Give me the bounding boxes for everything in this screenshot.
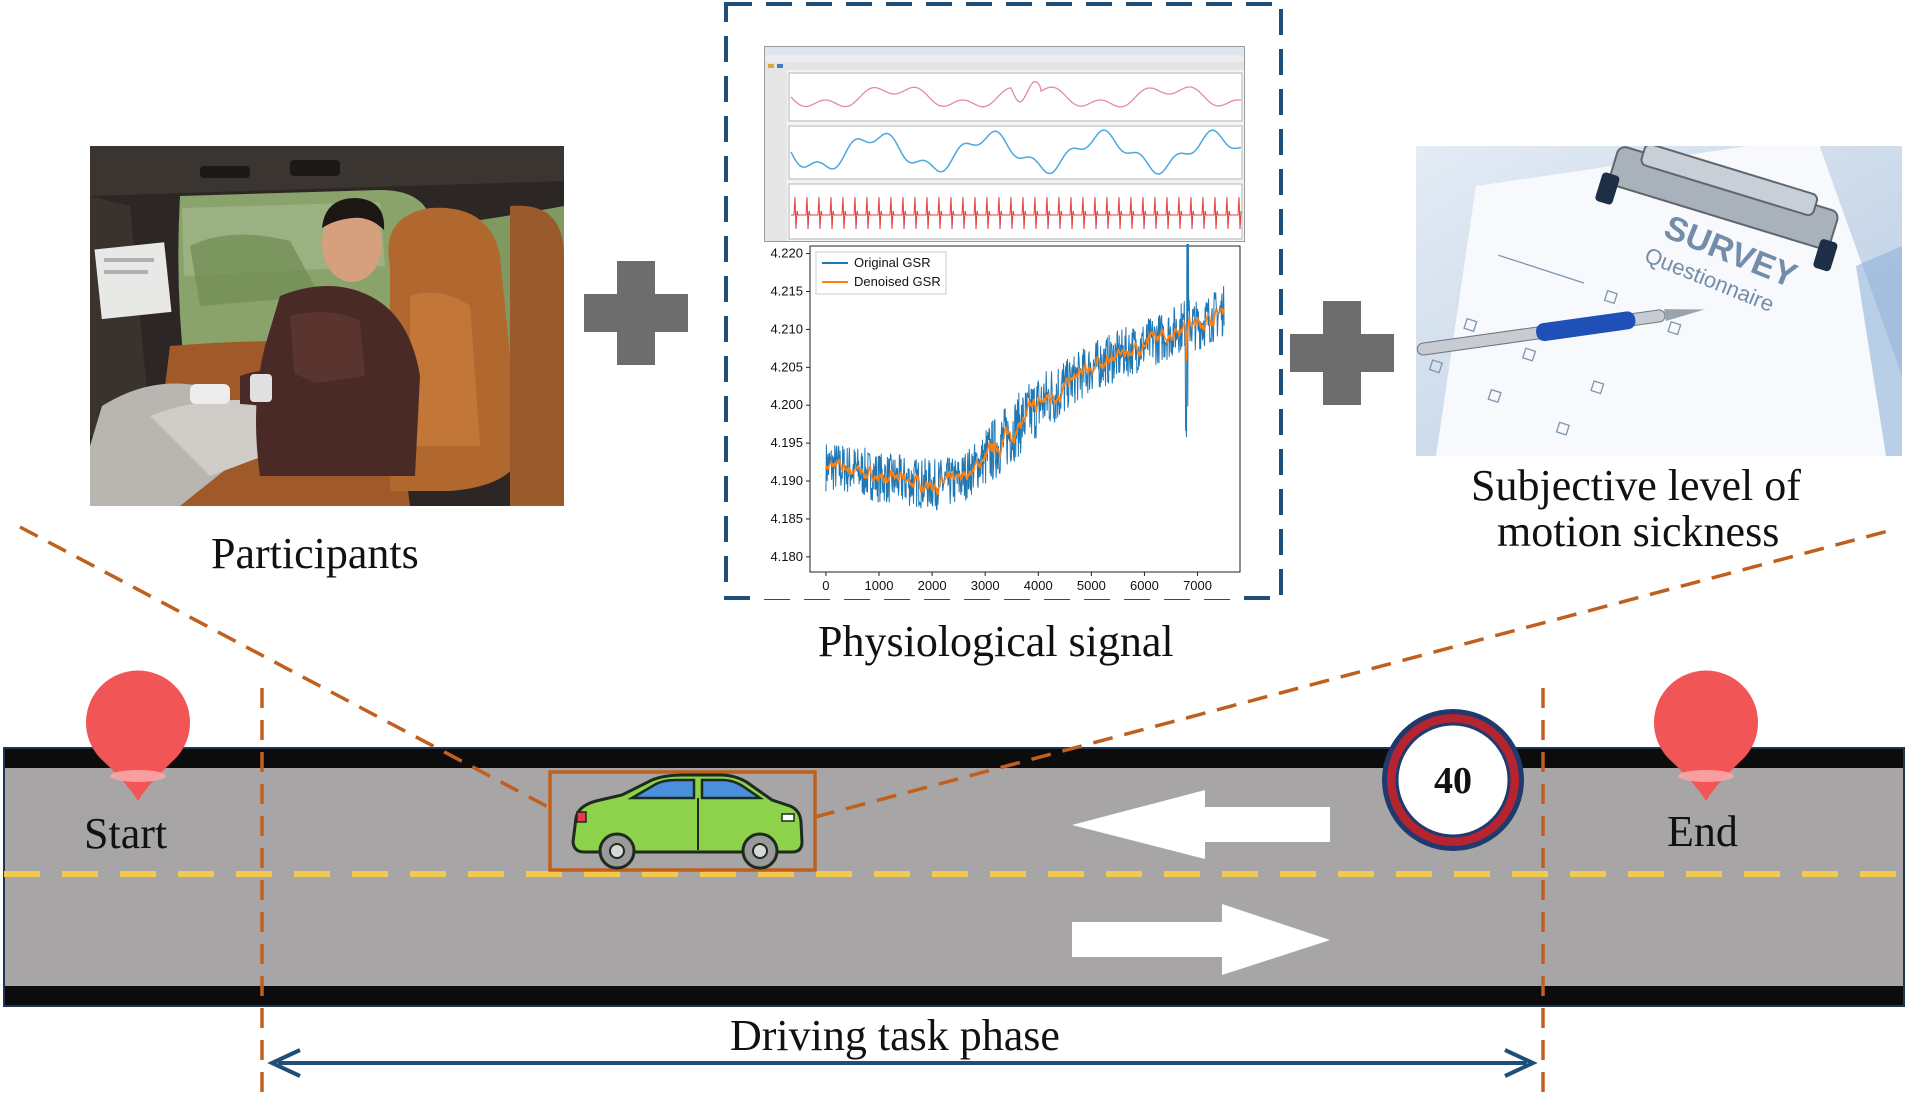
x-tick-label: 7000 <box>1183 578 1212 593</box>
y-tick-label: 4.195 <box>770 435 803 450</box>
connector-lines <box>19 525 1893 1104</box>
x-tick-label: 3000 <box>971 578 1000 593</box>
phase-double-arrow <box>267 1048 1538 1078</box>
subjective-label-line2: motion sickness <box>1497 507 1780 556</box>
gsr-original-series-line <box>825 209 1225 511</box>
arrow-left-icon <box>1072 790 1330 859</box>
start-label: Start <box>84 809 168 858</box>
driving-task-phase-label: Driving task phase <box>730 1011 1060 1060</box>
legend-original-gsr: Original GSR <box>854 255 931 270</box>
y-tick-label: 4.210 <box>770 321 803 336</box>
y-tick-label: 4.215 <box>770 283 803 298</box>
x-tick-label: 6000 <box>1130 578 1159 593</box>
end-label: End <box>1667 807 1738 856</box>
physiological-frame <box>724 2 1283 600</box>
x-tick-label: 4000 <box>1024 578 1053 593</box>
y-tick-label: 4.200 <box>770 397 803 412</box>
road-border-top <box>4 748 1904 768</box>
speed-sign-face <box>1395 722 1511 838</box>
start-pin-icon <box>86 670 190 801</box>
signal-software-panel <box>764 46 1245 242</box>
subjective-label-line1: Subjective level of <box>1471 461 1801 510</box>
car-headlight <box>781 813 795 822</box>
participant-photo <box>90 146 564 506</box>
legend-denoised-gsr: Denoised GSR <box>854 274 941 289</box>
arrow-right-icon <box>1072 904 1330 975</box>
participants-label: Participants <box>211 529 419 578</box>
y-tick-label: 4.190 <box>770 473 803 488</box>
road-border-bottom <box>4 986 1904 1006</box>
x-tick-label: 1000 <box>865 578 894 593</box>
y-tick-label: 4.180 <box>770 549 803 564</box>
car-hub-front <box>752 843 768 859</box>
speed-limit-value: 40 <box>1434 760 1472 802</box>
end-pin-icon <box>1653 670 1758 801</box>
gsr-denoised-series-line <box>825 306 1225 496</box>
speed-limit-sign: 40 <box>1382 709 1524 851</box>
x-tick-label: 0 <box>822 578 829 593</box>
y-tick-label: 4.205 <box>770 359 803 374</box>
car-window-rear <box>700 778 765 800</box>
car-hub-rear <box>609 843 625 859</box>
connector-left <box>19 525 551 810</box>
connector-right <box>814 528 1893 819</box>
car-highlight-box <box>548 770 817 872</box>
survey-photo: SURVEY Questionnaire <box>1416 146 1902 456</box>
gsr-chart: 0 1000 2000 3000 4000 5000 6000 7000 4.180 4.185 4… <box>764 209 1243 599</box>
car-window-front <box>627 778 696 800</box>
y-tick-label: 4.220 <box>770 246 803 261</box>
physiological-signal-label: Physiological signal <box>818 617 1174 666</box>
car-icon <box>548 770 817 872</box>
plus-icon-right <box>1290 301 1394 405</box>
gsr-legend: Original GSR Denoised GSR <box>815 251 947 295</box>
road <box>3 747 1905 1007</box>
plus-icon-left <box>584 261 688 365</box>
car-taillight <box>576 811 587 823</box>
x-tick-label: 5000 <box>1077 578 1106 593</box>
x-tick-label: 2000 <box>918 578 947 593</box>
y-tick-label: 4.185 <box>770 511 803 526</box>
gsr-chart-svg: 0 1000 2000 3000 4000 5000 6000 7000 4.180 4.185 4… <box>770 209 1241 593</box>
